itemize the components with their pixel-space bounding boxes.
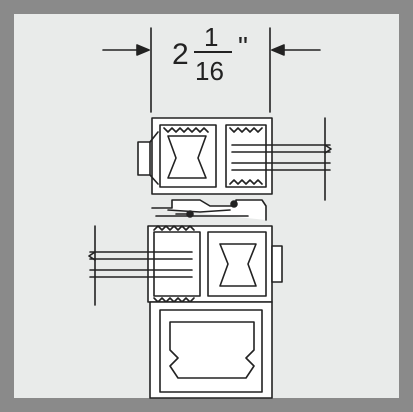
lower-sash-profile bbox=[147, 225, 283, 303]
meeting-rail-interlock bbox=[151, 199, 267, 221]
dimension-denominator: 16 bbox=[195, 56, 224, 86]
dimension-numerator: 1 bbox=[204, 22, 218, 52]
upper-sash-profile bbox=[137, 117, 273, 195]
upper-glass-unit bbox=[231, 117, 332, 201]
dimension-arrow-right bbox=[271, 44, 321, 56]
dimension-arrow-left bbox=[102, 44, 150, 56]
dimension-label: 2 1 16 " bbox=[172, 22, 248, 86]
dimension-whole: 2 bbox=[172, 38, 189, 71]
dimension-unit: " bbox=[238, 31, 248, 62]
sill-frame-profile bbox=[149, 301, 273, 399]
lower-glass-unit bbox=[88, 225, 193, 306]
